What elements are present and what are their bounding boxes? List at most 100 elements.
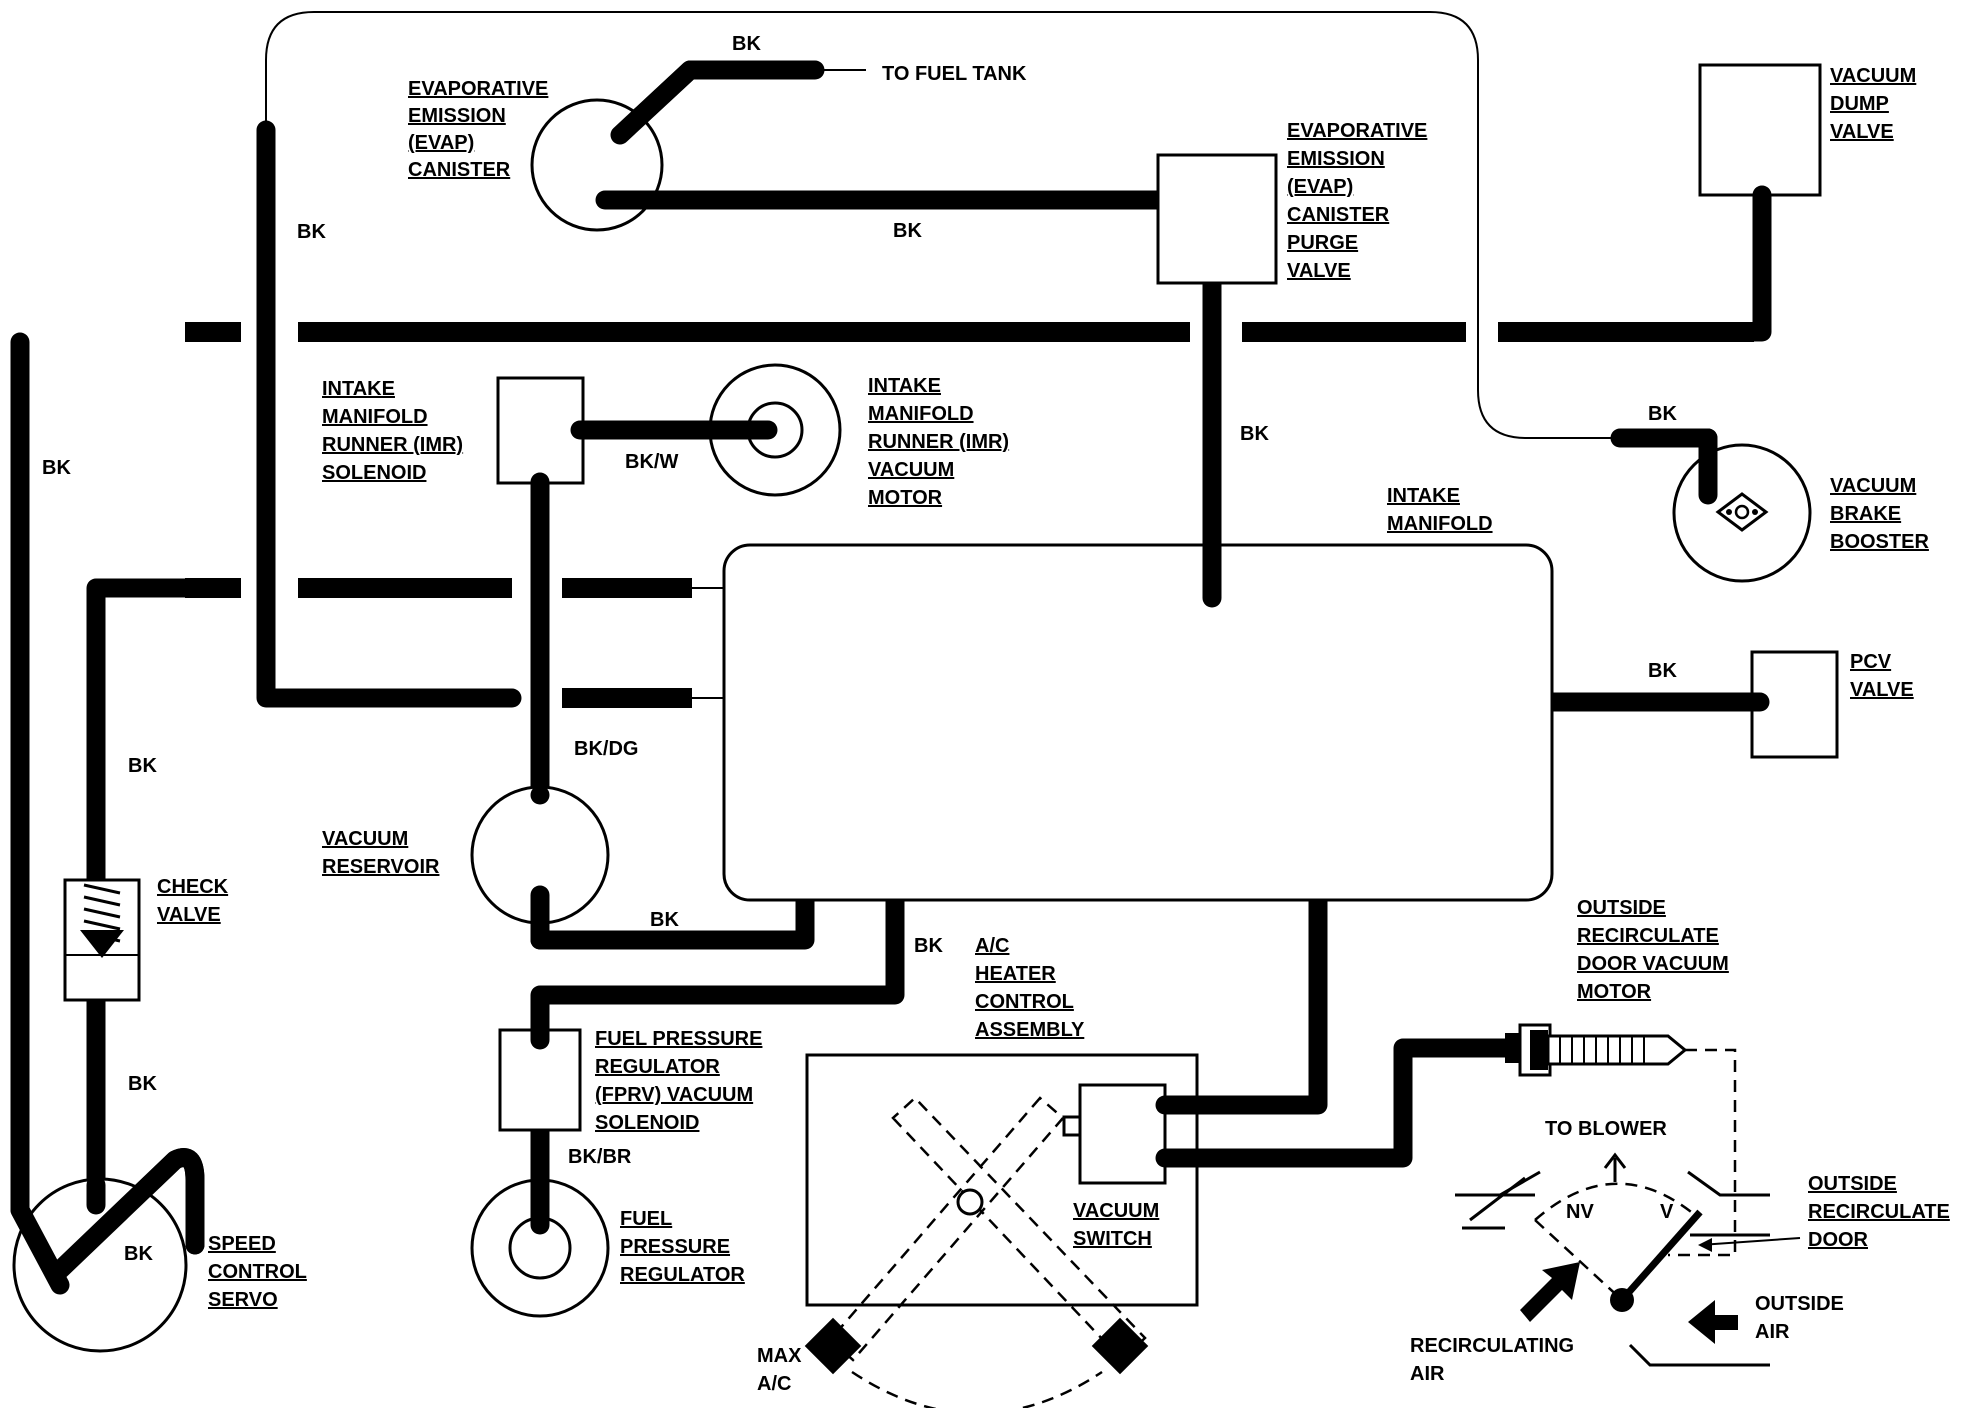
label-vacuum-switch: VACUUM SWITCH: [1073, 1200, 1159, 1250]
servo-loop: [50, 1148, 205, 1280]
svg-text:SWITCH: SWITCH: [1073, 1228, 1152, 1250]
svg-text:AIR: AIR: [1755, 1321, 1790, 1343]
label-evap-canister: EVAPORATIVE EMISSION (EVAP) CANISTER: [408, 78, 548, 181]
outside-recirculate-door: [1455, 1152, 1770, 1367]
label-imr-vacuum-motor: INTAKE MANIFOLD RUNNER (IMR) VACUUM MOTO…: [868, 375, 1009, 509]
svg-text:FUEL PRESSURE: FUEL PRESSURE: [595, 1028, 762, 1050]
svg-text:VACUUM: VACUUM: [868, 459, 954, 481]
label-vacuum-dump-valve: VACUUM DUMP VALVE: [1830, 65, 1916, 143]
door-leader-arrow: [1698, 1238, 1712, 1252]
svg-text:SERVO: SERVO: [208, 1289, 278, 1311]
hose-label-fprv: BK: [914, 935, 943, 957]
hose-label-check-upper: BK: [128, 755, 157, 777]
svg-text:SOLENOID: SOLENOID: [322, 462, 426, 484]
svg-text:VALVE: VALVE: [1830, 121, 1894, 143]
hose-switch-manifold: [1155, 890, 1328, 1115]
label-outside-recirc-door: OUTSIDE RECIRCULATE DOOR: [1808, 1173, 1950, 1251]
svg-text:VACUUM: VACUUM: [322, 828, 408, 850]
svg-text:RUNNER (IMR): RUNNER (IMR): [322, 434, 463, 456]
svg-text:EVAPORATIVE: EVAPORATIVE: [1287, 120, 1427, 142]
hose-label-bk-w: BK/W: [625, 451, 678, 473]
label-check-valve: CHECK VALVE: [157, 876, 229, 926]
svg-text:BOOSTER: BOOSTER: [1830, 531, 1929, 553]
hose-label-servo: BK: [124, 1243, 153, 1265]
vacuum-dump-valve: [1698, 63, 1822, 197]
label-outside-air: OUTSIDE AIR: [1755, 1293, 1844, 1343]
hose-label-booster: BK: [1648, 403, 1677, 425]
label-pcv-valve: PCV VALVE: [1850, 651, 1914, 701]
label-v: V: [1660, 1201, 1674, 1223]
svg-text:VACUUM: VACUUM: [1073, 1200, 1159, 1222]
svg-text:RECIRCULATE: RECIRCULATE: [1577, 925, 1719, 947]
svg-text:INTAKE: INTAKE: [868, 375, 941, 397]
imr-solenoid: [496, 376, 585, 485]
vacuum-line-outline: [265, 11, 1620, 439]
evap-purge-valve: [1156, 153, 1278, 285]
svg-text:MAX: MAX: [757, 1345, 802, 1367]
svg-text:AIR: AIR: [1410, 1363, 1445, 1385]
hose-fprv: [530, 890, 905, 1050]
separator-middle-2: [562, 688, 692, 708]
svg-text:PRESSURE: PRESSURE: [620, 1236, 730, 1258]
hose-label-bk-dg: BK/DG: [574, 738, 638, 760]
svg-text:MANIFOLD: MANIFOLD: [868, 403, 974, 425]
svg-text:OUTSIDE: OUTSIDE: [1577, 897, 1666, 919]
hose-label-far-left: BK: [42, 457, 71, 479]
hose-far-left: [10, 332, 70, 1295]
recirculating-air-arrow: [1520, 1262, 1580, 1322]
svg-text:MOTOR: MOTOR: [1577, 981, 1652, 1003]
svg-text:REGULATOR: REGULATOR: [595, 1056, 720, 1078]
ac-selector-knob: [804, 1096, 1149, 1408]
hose-label-reservoir: BK: [650, 909, 679, 931]
label-max-ac: MAX A/C: [757, 1345, 802, 1395]
svg-text:BRAKE: BRAKE: [1830, 503, 1901, 525]
hose-label-fuel-tank: BK: [732, 33, 761, 55]
svg-text:RESERVOIR: RESERVOIR: [322, 856, 440, 878]
label-to-fuel-tank: TO FUEL TANK: [882, 63, 1027, 85]
canister-port-tank: [610, 60, 700, 145]
outside-recirculate-door-vacuum-motor: [1505, 1023, 1688, 1077]
svg-text:CANISTER: CANISTER: [408, 159, 511, 181]
svg-text:CONTROL: CONTROL: [208, 1261, 307, 1283]
svg-text:CHECK: CHECK: [157, 876, 229, 898]
svg-text:HEATER: HEATER: [975, 963, 1056, 985]
svg-text:A/C: A/C: [975, 935, 1009, 957]
svg-text:PCV: PCV: [1850, 651, 1892, 673]
hose-label-canister-purge: BK: [893, 220, 922, 242]
svg-text:MANIFOLD: MANIFOLD: [1387, 513, 1493, 535]
svg-text:CONTROL: CONTROL: [975, 991, 1074, 1013]
hose-switch-motor: [1155, 1038, 1530, 1168]
hose-label-left-top: BK: [297, 221, 326, 243]
svg-text:INTAKE: INTAKE: [1387, 485, 1460, 507]
intake-manifold: [722, 543, 1554, 902]
door-leader-line: [1699, 1237, 1801, 1246]
hose-label-pcv: BK: [1648, 660, 1677, 682]
hose-left-top: [256, 120, 522, 708]
label-vacuum-reservoir: VACUUM RESERVOIR: [322, 828, 440, 878]
svg-text:RUNNER (IMR): RUNNER (IMR): [868, 431, 1009, 453]
label-fprv-solenoid: FUEL PRESSURE REGULATOR (FPRV) VACUUM SO…: [595, 1028, 762, 1134]
svg-text:VACUUM: VACUUM: [1830, 475, 1916, 497]
svg-text:VALVE: VALVE: [157, 904, 221, 926]
svg-text:EVAPORATIVE: EVAPORATIVE: [408, 78, 548, 100]
svg-text:VALVE: VALVE: [1287, 260, 1351, 282]
check-valve: [63, 878, 141, 1002]
svg-text:(EVAP): (EVAP): [408, 132, 474, 154]
label-intake-manifold: INTAKE MANIFOLD: [1387, 485, 1493, 535]
svg-text:SOLENOID: SOLENOID: [595, 1112, 699, 1134]
svg-text:REGULATOR: REGULATOR: [620, 1264, 745, 1286]
label-speed-control-servo: SPEED CONTROL SERVO: [208, 1233, 307, 1311]
separator-middle-1: [185, 578, 692, 598]
svg-text:ASSEMBLY: ASSEMBLY: [975, 1019, 1085, 1041]
label-recirculating-air: RECIRCULATING AIR: [1410, 1335, 1574, 1385]
label-nv: NV: [1566, 1201, 1594, 1223]
svg-text:DOOR: DOOR: [1808, 1229, 1869, 1251]
svg-text:CANISTER: CANISTER: [1287, 204, 1390, 226]
svg-text:INTAKE: INTAKE: [322, 378, 395, 400]
svg-text:VALVE: VALVE: [1850, 679, 1914, 701]
booster-valve-icon: [1715, 492, 1769, 532]
label-outside-recirc-motor: OUTSIDE RECIRCULATE DOOR VACUUM MOTOR: [1577, 897, 1729, 1003]
hose-label-bk-br: BK/BR: [568, 1146, 632, 1168]
label-ac-heater-control: A/C HEATER CONTROL ASSEMBLY: [975, 935, 1085, 1041]
hose-label-purge-down: BK: [1240, 423, 1269, 445]
